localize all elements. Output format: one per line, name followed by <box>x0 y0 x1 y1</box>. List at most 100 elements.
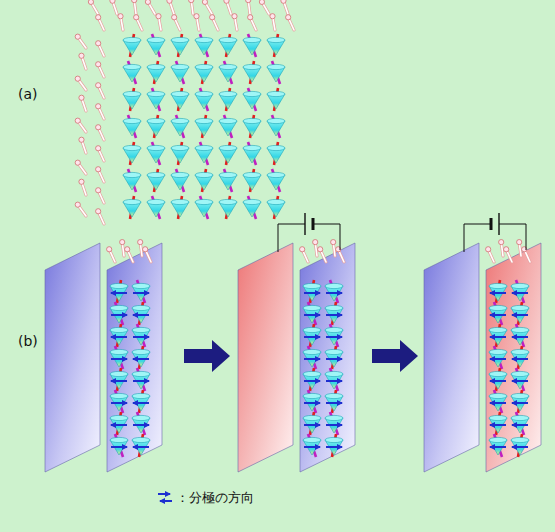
cone-top <box>325 327 343 332</box>
polarization-arrow <box>133 358 149 360</box>
molecule-head <box>318 247 323 252</box>
cone-top <box>195 91 213 96</box>
cone-top <box>123 91 141 96</box>
molecule-head <box>79 95 84 100</box>
cone-top <box>110 393 128 398</box>
molecule-head <box>96 209 101 214</box>
cone-top <box>489 393 507 398</box>
cone-top <box>147 91 165 96</box>
cone-top <box>147 172 165 177</box>
molecule-head <box>202 0 207 5</box>
cone-top <box>267 118 285 123</box>
cone-top <box>132 283 150 288</box>
cone-top <box>219 64 237 69</box>
cone-top <box>243 64 261 69</box>
molecule-head <box>210 15 215 20</box>
electrode-plate <box>238 243 293 472</box>
cone-top <box>171 118 189 123</box>
polarization-arrow <box>111 402 127 404</box>
electrode-plate <box>486 243 541 472</box>
polarization-arrow <box>326 402 342 404</box>
legend-icon <box>160 500 172 502</box>
electrode-plate <box>45 243 100 472</box>
molecule-head <box>96 125 101 130</box>
cone-top <box>511 283 529 288</box>
cone-top <box>489 371 507 376</box>
molecule-head <box>88 0 93 5</box>
cone-top <box>147 37 165 42</box>
polarization-arrow <box>512 292 528 294</box>
polarization-arrow <box>304 314 320 316</box>
cone-top <box>195 118 213 123</box>
molecule-head <box>259 0 264 5</box>
panel-label: (a) <box>18 86 38 102</box>
molecule-head <box>75 202 80 207</box>
cone-top <box>267 199 285 204</box>
cone-top <box>195 172 213 177</box>
polarization-arrow <box>490 292 506 294</box>
cone-top <box>110 415 128 420</box>
molecule-head <box>517 240 522 245</box>
step-arrow <box>184 340 230 372</box>
cone-top <box>171 37 189 42</box>
molecule-head <box>143 247 148 252</box>
cone-top <box>132 305 150 310</box>
cone-top <box>267 37 285 42</box>
polarization-arrow <box>326 380 342 382</box>
cone-top <box>303 393 321 398</box>
cone-top <box>243 37 261 42</box>
polarization-arrow <box>490 446 506 448</box>
battery-plate <box>498 213 499 235</box>
cone-top <box>195 64 213 69</box>
polarization-arrow <box>111 358 127 360</box>
polarization-arrow <box>512 402 528 404</box>
molecule-head <box>75 118 80 123</box>
polarization-arrow <box>490 314 506 316</box>
polarization-arrow <box>133 380 149 382</box>
polarization-arrow <box>304 380 320 382</box>
molecule-head <box>499 240 504 245</box>
molecule-head <box>270 14 275 19</box>
polarization-arrow <box>304 292 320 294</box>
cone-top <box>171 91 189 96</box>
molecule-head <box>248 15 253 20</box>
cone-top <box>511 415 529 420</box>
cone-top <box>489 349 507 354</box>
molecule-head <box>79 179 84 184</box>
cone-top <box>147 199 165 204</box>
cone-top <box>123 145 141 150</box>
molecule-head <box>189 0 194 3</box>
polarization-arrow <box>133 314 149 316</box>
cone-top <box>243 118 261 123</box>
wire <box>278 224 305 252</box>
cone-top <box>243 172 261 177</box>
molecule-head <box>246 0 251 3</box>
polarization-arrow <box>133 292 149 294</box>
wire <box>499 224 526 250</box>
polarization-arrow <box>304 358 320 360</box>
cone-top <box>325 437 343 442</box>
molecule-head <box>331 240 336 245</box>
polarization-arrow <box>490 358 506 360</box>
cone-top <box>303 349 321 354</box>
cone-top <box>219 145 237 150</box>
cone-top <box>147 64 165 69</box>
polarization-arrow <box>304 446 320 448</box>
molecule-head <box>504 247 509 252</box>
cone-top <box>219 172 237 177</box>
cone-top <box>303 327 321 332</box>
cone-top <box>132 327 150 332</box>
cone-top <box>171 199 189 204</box>
molecule-head <box>75 76 80 81</box>
cone-top <box>195 37 213 42</box>
cone-top <box>132 371 150 376</box>
cone-top <box>219 37 237 42</box>
polarization-arrow <box>111 446 127 448</box>
cone-top <box>110 349 128 354</box>
molecule-head <box>138 240 143 245</box>
electrode-plate <box>300 243 355 472</box>
cone-top <box>243 199 261 204</box>
molecule-head <box>156 14 161 19</box>
cone-top <box>511 393 529 398</box>
molecule-head <box>96 146 101 151</box>
